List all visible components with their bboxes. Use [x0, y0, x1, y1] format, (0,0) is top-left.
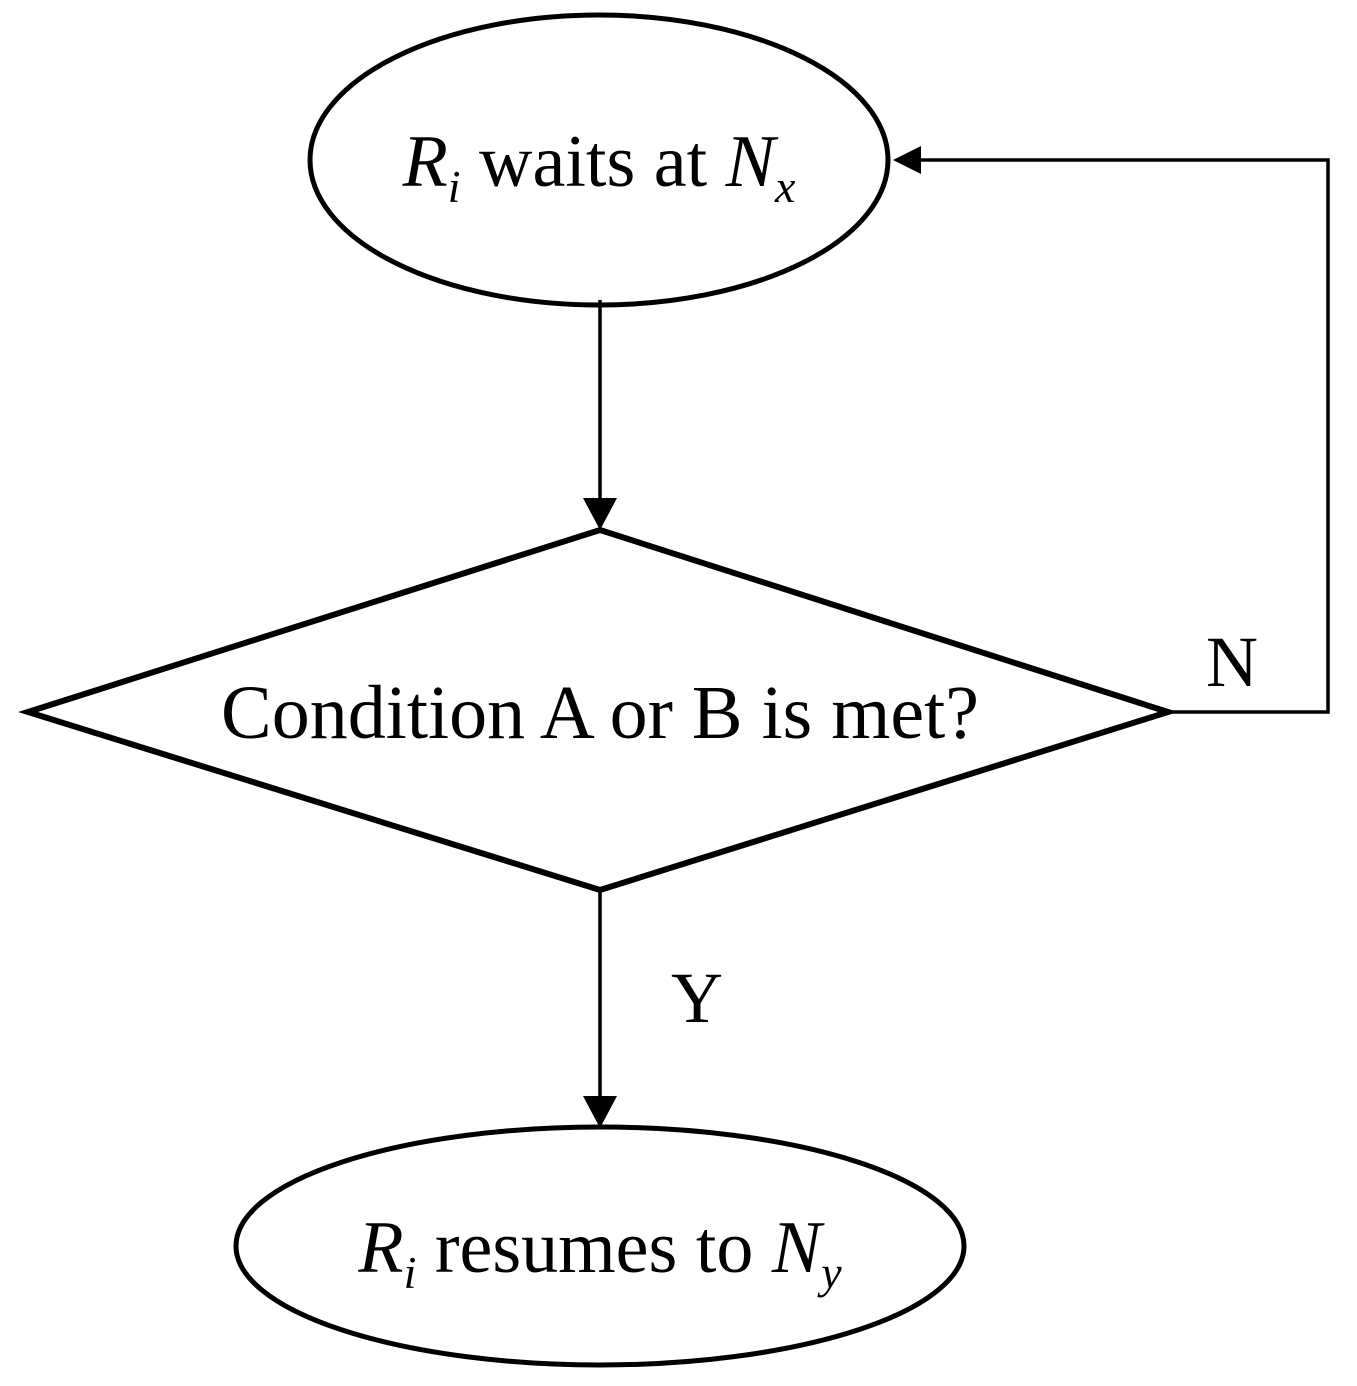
edge-label-yes: Y: [671, 958, 723, 1038]
wait-node-label: Ri waits at Nx: [402, 121, 796, 212]
node-wait-node: Ri waits at Nx: [307, 12, 891, 308]
edge-condition-yes-to-resume: Y: [583, 890, 723, 1128]
wait-to-condition-arrowhead: [583, 498, 617, 530]
no-branch-path: [905, 158, 1330, 714]
edge-wait-to-condition: [583, 300, 617, 530]
node-condition-node: Condition A or B is met?: [18, 526, 1178, 894]
yes-branch-arrowhead: [583, 1096, 617, 1128]
edge-label-no: N: [1206, 622, 1258, 702]
no-branch-arrowhead: [893, 146, 921, 174]
condition-node-label: Condition A or B is met?: [221, 671, 979, 755]
resume-node-label: Ri resumes to Ny: [357, 1207, 842, 1298]
edge-condition-no-to-wait: N: [893, 146, 1330, 714]
node-resume-node: Ri resumes to Ny: [233, 1124, 967, 1368]
resume-node-ellipse: [233, 1124, 967, 1368]
